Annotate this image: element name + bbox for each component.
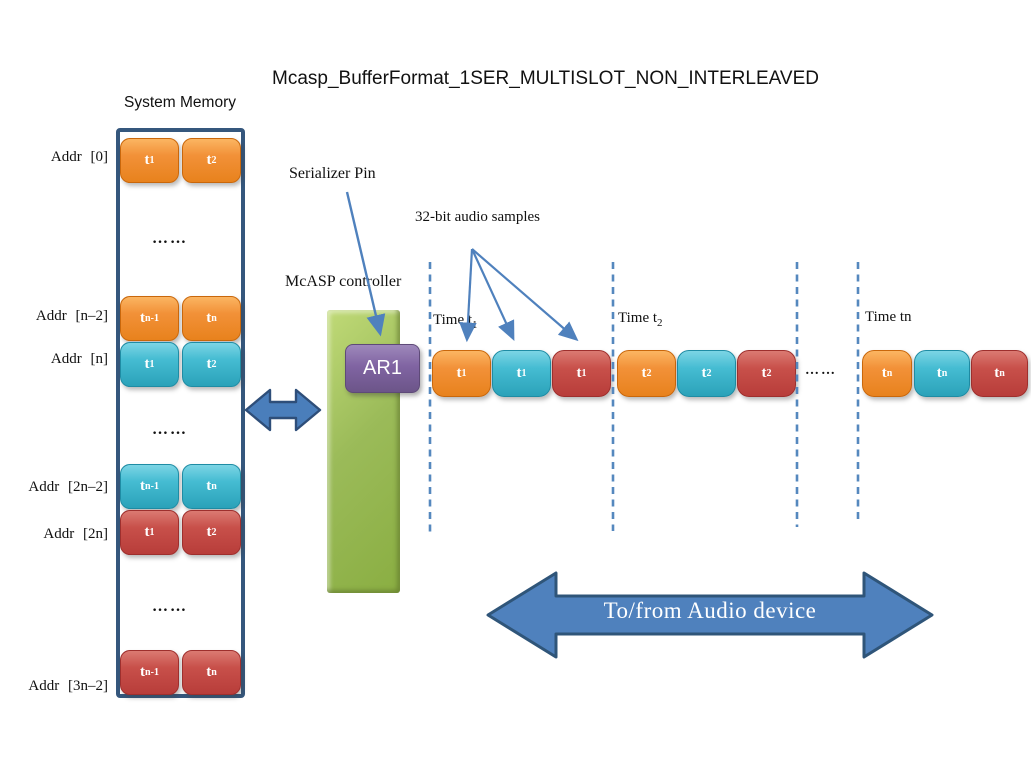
cell-label: t (140, 310, 146, 326)
addr-label-0: Addr [0] (50, 149, 108, 165)
addr-label-2n-2: Addr [2n–2] (28, 479, 108, 495)
cell-label: t (641, 365, 647, 381)
cell-label: t (144, 356, 150, 372)
time-slot-dividers (428, 262, 860, 537)
memory-ellipsis: …… (152, 230, 188, 247)
time-tn-label: Time tn (865, 309, 912, 328)
system-memory-frame (116, 128, 245, 698)
addr-label-2n: Addr [2n] (43, 526, 108, 542)
cell-label: t (456, 365, 462, 381)
time-label-sub: 1 (472, 319, 478, 331)
cell-label: t (144, 524, 150, 540)
time-label-text: Time t (618, 310, 658, 326)
mcasp-controller-label: McASP controller (285, 273, 402, 290)
cell-label: t (206, 664, 212, 680)
cell-label: t (936, 365, 942, 381)
cell-label: t (144, 152, 150, 168)
cell-label: t (206, 152, 212, 168)
memory-ellipsis: …… (152, 421, 188, 438)
time-t2-label: Time t2 (618, 310, 663, 329)
addr-label-3n-2: Addr [3n–2] (28, 678, 108, 694)
cell-label: t (994, 365, 1000, 381)
system-memory-label: System Memory (124, 94, 236, 111)
cell-label: t (206, 478, 212, 494)
cell-label: t (140, 664, 146, 680)
diagram-title: Mcasp_BufferFormat_1SER_MULTISLOT_NON_IN… (272, 68, 819, 89)
audio-device-arrow-label: To/from Audio device (603, 598, 817, 623)
time-label-text: Time tn (865, 309, 912, 325)
memory-ellipsis: …… (152, 598, 188, 615)
time-label-text: Time t (433, 312, 473, 328)
ar1-serializer-box: AR1 (345, 344, 420, 393)
time-label-sub: 2 (657, 317, 663, 329)
cell-label: t (576, 365, 582, 381)
serializer-pin-label: Serializer Pin (289, 165, 376, 182)
stream-ellipsis: …… (805, 363, 837, 378)
cell-label: t (881, 365, 887, 381)
cell-label: t (206, 356, 212, 372)
addr-label-n-2: Addr [n–2] (35, 308, 108, 324)
audio-sample-pointer-arrows (459, 248, 579, 343)
memory-controller-arrow-icon (244, 388, 322, 432)
cell-label: t (206, 524, 212, 540)
cell-label: t (206, 310, 212, 326)
cell-label: t (761, 365, 767, 381)
audio-samples-label: 32-bit audio samples (415, 209, 540, 225)
cell-label: t (701, 365, 707, 381)
time-t1-label: Time t1 (433, 312, 478, 331)
cell-label: t (140, 478, 146, 494)
addr-label-n: Addr [n] (50, 351, 108, 367)
cell-label: t (516, 365, 522, 381)
